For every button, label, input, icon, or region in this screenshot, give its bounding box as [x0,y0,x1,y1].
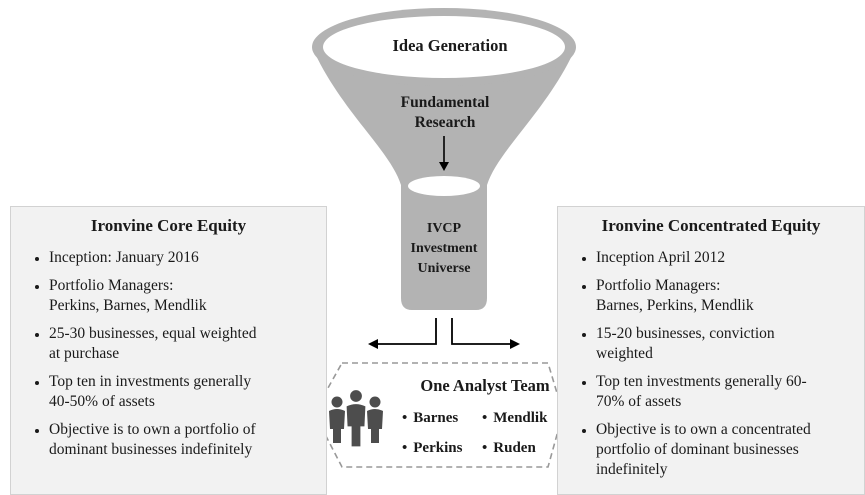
bullet-line: dominant businesses indefinitely [49,441,253,458]
team-member: Ruden [482,440,536,457]
bullet-line: 25-30 businesses, equal weighted [49,325,257,342]
bullet-line: portfolio of dominant businesses [596,441,799,458]
list-item: Top ten investments generally 60- 70% of… [596,372,856,412]
team-member: Barnes [402,410,458,427]
universe-line1: IVCP [426,221,462,236]
bullet-line: 70% of assets [596,393,682,410]
idea-generation-label: Idea Generation [392,36,508,55]
bullet-line: Perkins, Barnes, Mendlik [49,297,207,314]
bullet-line: Barnes, Perkins, Mendlik [596,297,754,314]
list-item: Portfolio Managers: Perkins, Barnes, Men… [49,276,318,316]
bullet-line: Top ten investments generally 60- [596,373,807,390]
bullet-line: Inception: January 2016 [49,249,199,266]
list-item: 25-30 businesses, equal weighted at purc… [49,324,318,364]
split-arrow-right [451,318,520,349]
list-item: Objective is to own a concentrated portf… [596,420,856,480]
funnel-stem-opening [408,176,480,196]
team-member: Perkins [402,440,462,457]
bullet-line: Objective is to own a portfolio of [49,421,256,438]
research-arrow [439,136,449,171]
bullet-line: indefinitely [596,461,668,478]
bullet-line: weighted [596,345,653,362]
list-item: Portfolio Managers: Barnes, Perkins, Men… [596,276,856,316]
fundamental-research-line1: Fundamental [400,94,490,111]
concentrated-equity-bullets: Inception April 2012 Portfolio Managers:… [558,248,864,480]
fundamental-research-label: Fundamental Research [355,93,535,133]
concentrated-equity-title: Ironvine Concentrated Equity [601,216,821,235]
universe-line3: Universe [417,261,471,276]
list-item: Inception: January 2016 [49,248,318,268]
investment-universe-label: IVCP Investment Universe [400,219,488,279]
concentrated-equity-panel: Ironvine Concentrated Equity Inception A… [557,206,865,495]
fundamental-research-line2: Research [414,114,476,131]
bullet-line: 15-20 businesses, conviction [596,325,775,342]
analyst-team-title: One Analyst Team [420,376,550,395]
list-item: Inception April 2012 [596,248,856,268]
people-group-icon [329,388,383,448]
team-member: Mendlik [482,410,547,427]
list-item: Top ten in investments generally 40-50% … [49,372,318,412]
bullet-line: Top ten in investments generally [49,373,252,390]
funnel-top-opening [323,16,565,78]
bullet-line: Portfolio Managers: [49,277,174,294]
bullet-line: 40-50% of assets [49,393,155,410]
bullet-line: at purchase [49,345,120,362]
core-equity-panel: Ironvine Core Equity Inception: January … [10,206,327,495]
list-item: 15-20 businesses, conviction weighted [596,324,856,364]
core-equity-title: Ironvine Core Equity [90,216,247,235]
universe-line2: Investment [410,241,478,256]
bullet-line: Portfolio Managers: [596,277,721,294]
bullet-line: Inception April 2012 [596,249,726,266]
bullet-line: Objective is to own a concentrated [596,421,811,438]
list-item: Objective is to own a portfolio of domin… [49,420,318,460]
core-equity-bullets: Inception: January 2016 Portfolio Manage… [11,248,326,460]
split-arrow-left [368,318,437,349]
